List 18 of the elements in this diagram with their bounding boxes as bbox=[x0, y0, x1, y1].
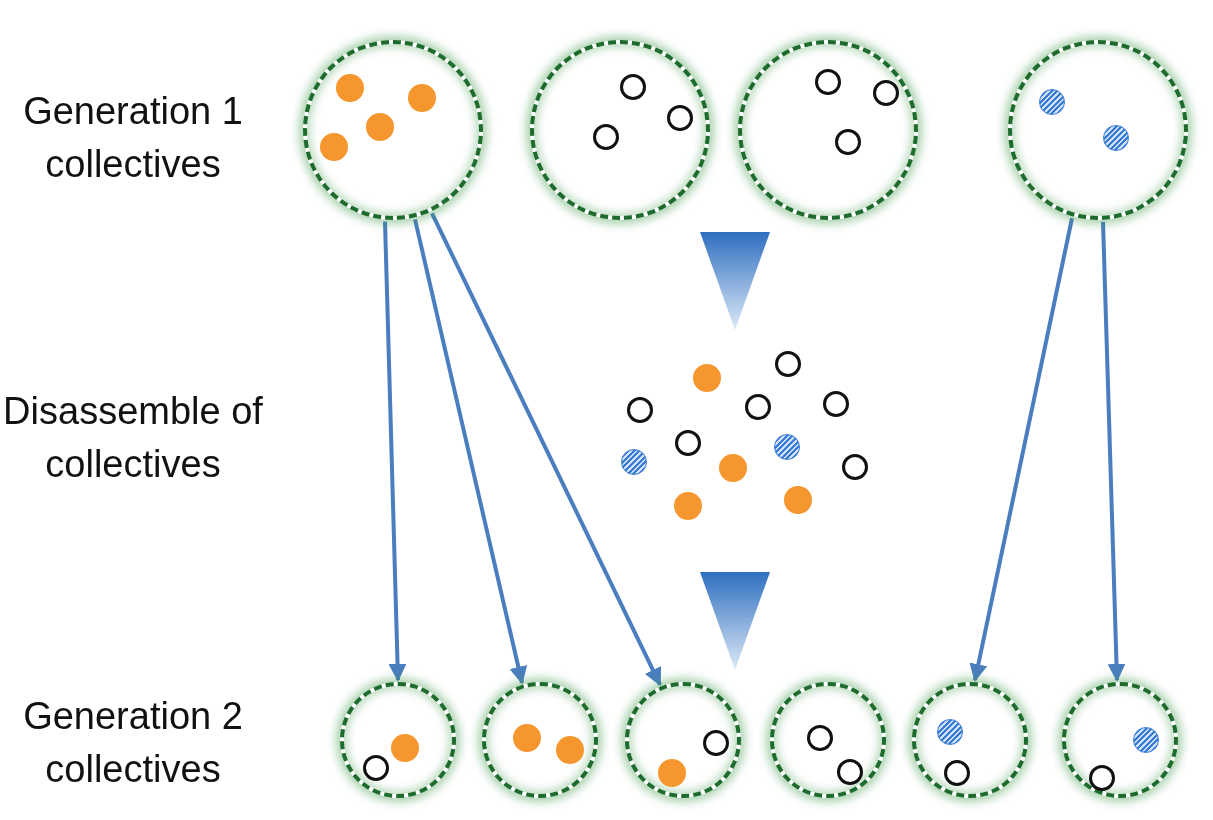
dashed-circle bbox=[482, 682, 598, 798]
dashed-circle bbox=[303, 40, 483, 220]
dashed-circle bbox=[625, 682, 741, 798]
dashed-circle bbox=[770, 682, 886, 798]
arrow bbox=[413, 218, 528, 685]
dashed-circle bbox=[1062, 682, 1178, 798]
arrow bbox=[430, 212, 662, 687]
row-label: Disassemble of collectives bbox=[3, 389, 263, 488]
arrow bbox=[383, 221, 407, 682]
dashed-circle bbox=[340, 682, 456, 798]
dashed-circle bbox=[1008, 40, 1188, 220]
dashed-circle bbox=[912, 682, 1028, 798]
row-label: Generation 2 collectives bbox=[22, 694, 244, 793]
row-label: Generation 1 collectives bbox=[22, 89, 244, 188]
dashed-circle bbox=[530, 40, 710, 220]
dashed-circle bbox=[738, 40, 918, 220]
arrow bbox=[969, 217, 1074, 682]
arrow bbox=[1101, 221, 1126, 682]
